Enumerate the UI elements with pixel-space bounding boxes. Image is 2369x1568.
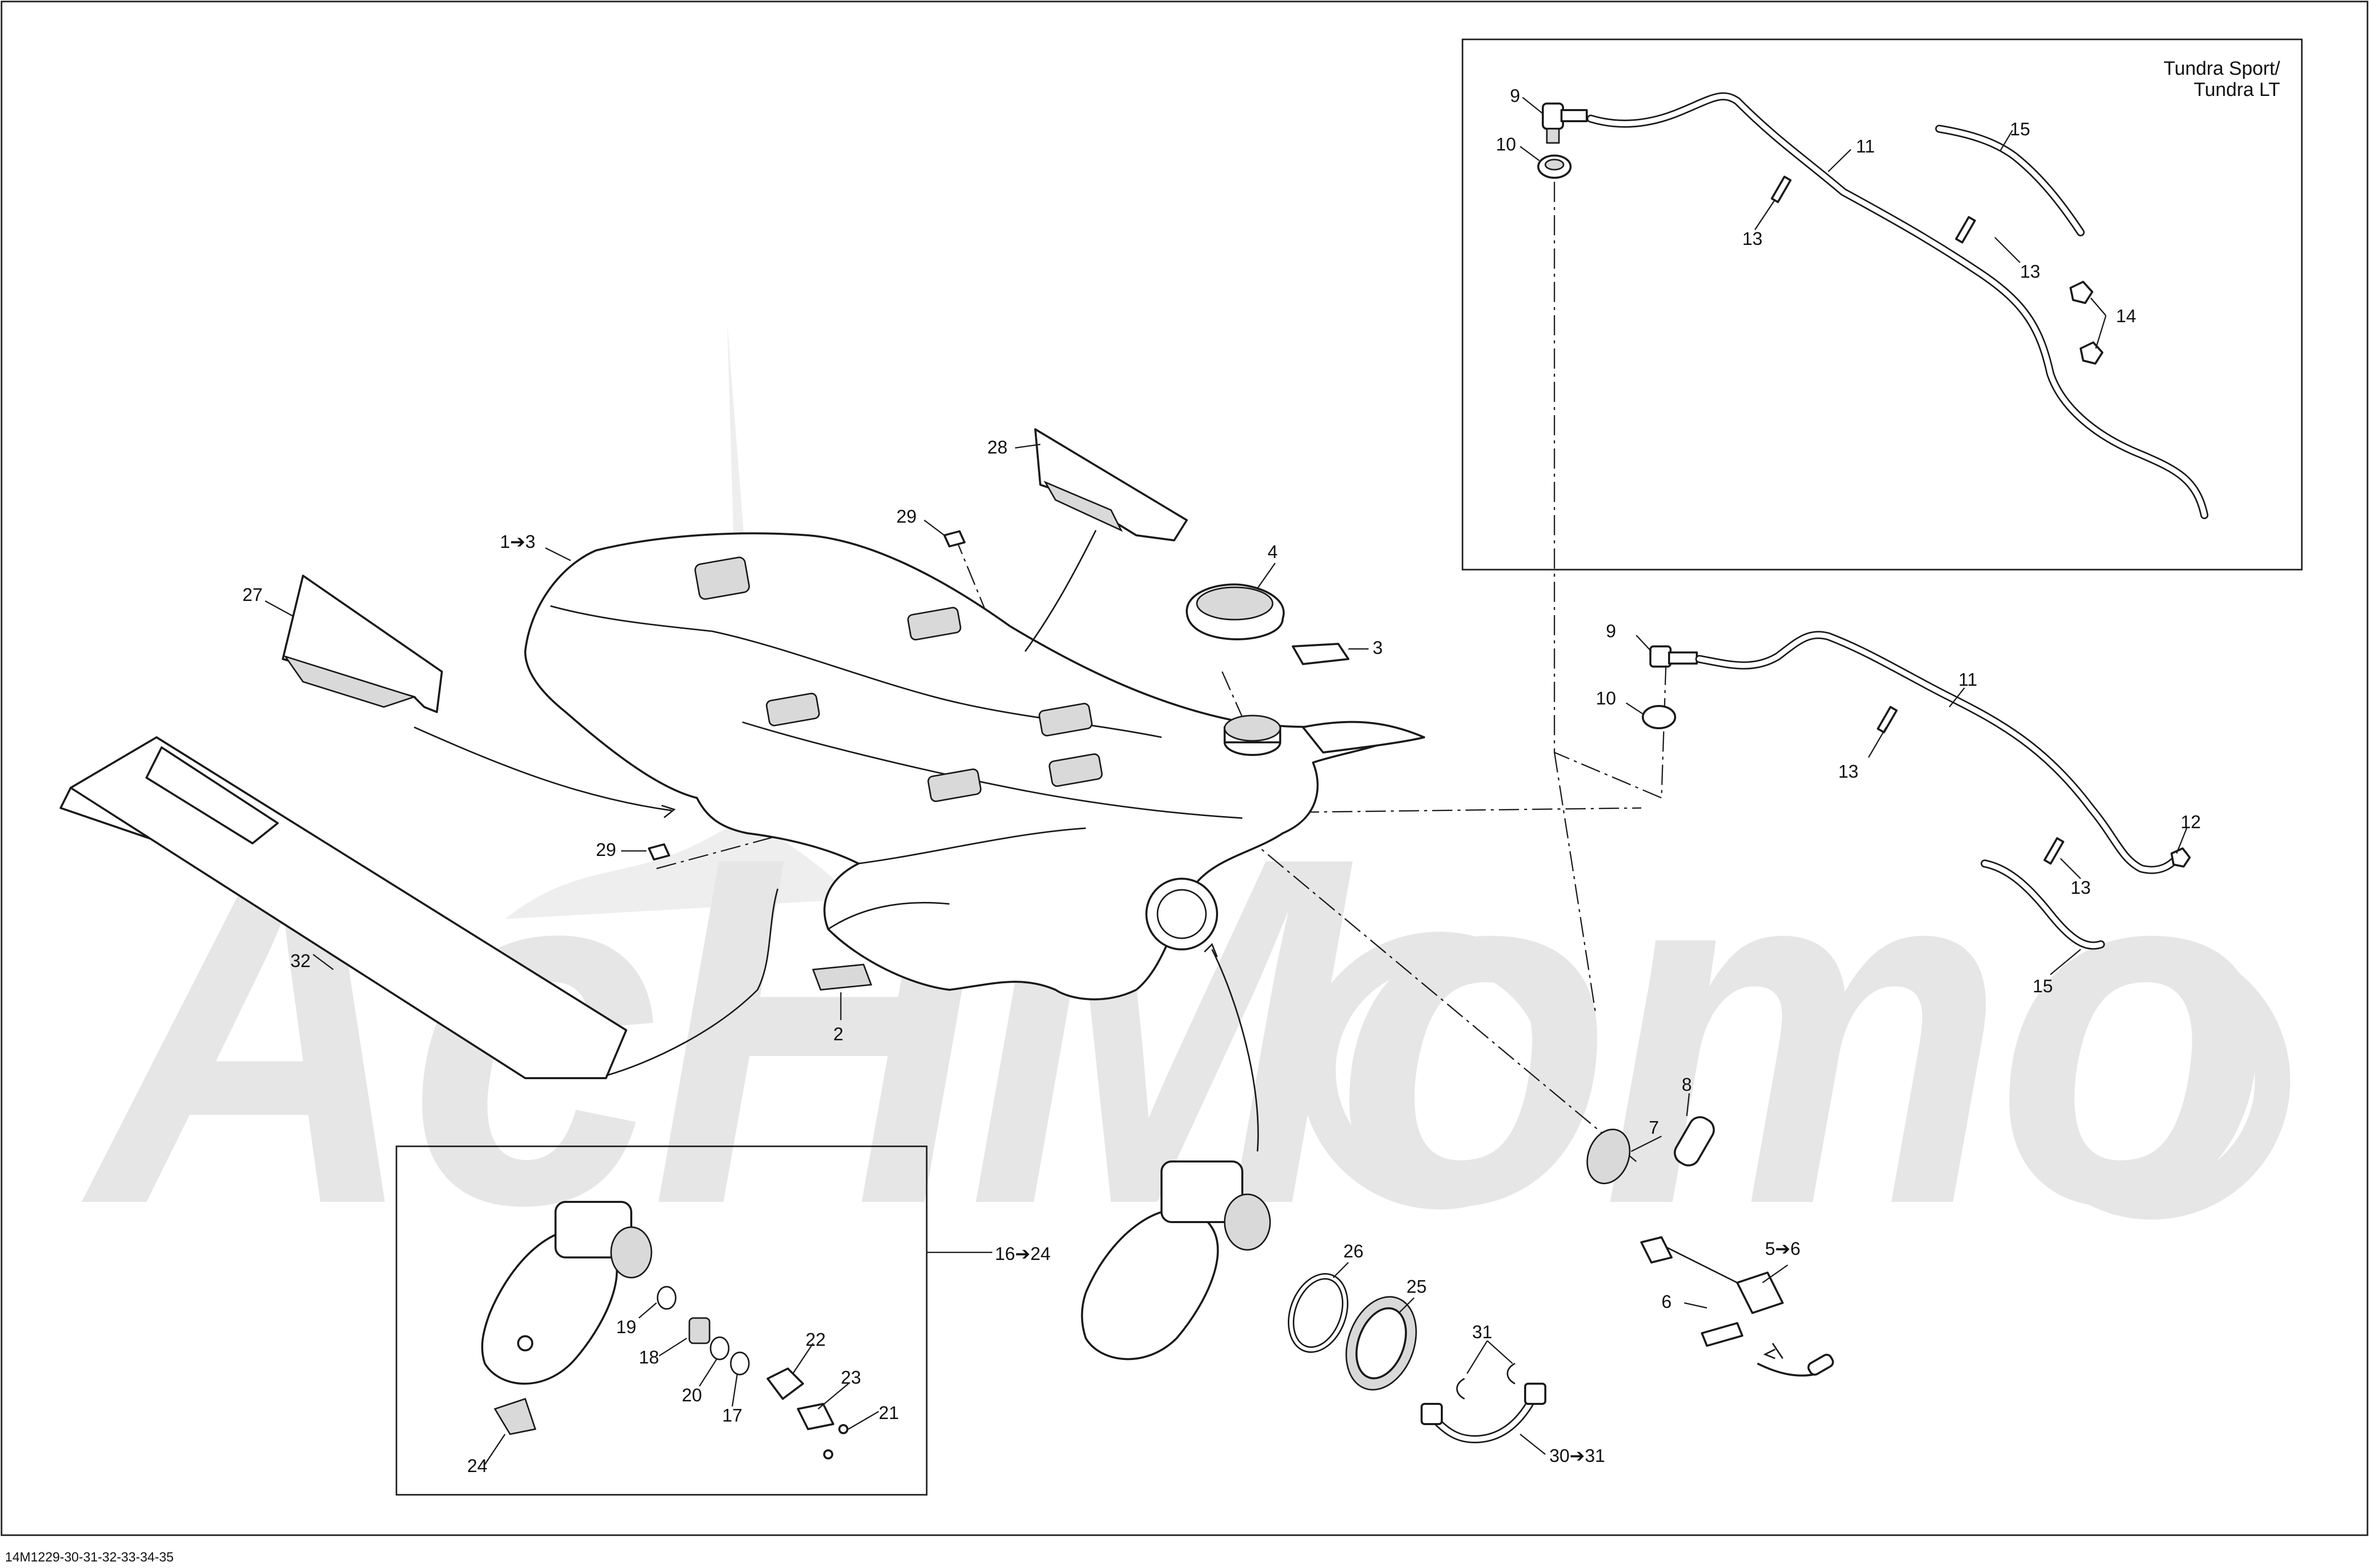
callout-11-inset: 11	[1856, 136, 1875, 157]
fuel-tank	[524, 532, 1425, 1000]
callout-9-inset: 9	[1510, 85, 1520, 106]
callout-7: 7	[1649, 1117, 1659, 1138]
sensor-cover-8	[1674, 1116, 1715, 1167]
fuel-level-sensor: 7 8 5➔6 6	[1586, 1074, 1834, 1377]
callout-14: 14	[2116, 306, 2136, 326]
callout-26: 26	[1343, 1241, 1364, 1261]
callout-2: 2	[833, 1024, 843, 1044]
callout-13-inset-b: 13	[2020, 261, 2040, 282]
bracket-23	[797, 1403, 834, 1430]
callout-1-3: 1➔3	[500, 531, 535, 552]
inset-tundra-variant: Tundra Sport/ Tundra LT	[1461, 38, 2303, 571]
callout-32: 32	[290, 950, 311, 971]
screw-21-b	[823, 1449, 833, 1459]
inset-note-line1: Tundra Sport/	[2163, 58, 2280, 79]
callout-9: 9	[1606, 621, 1616, 641]
callout-10-inset: 10	[1496, 134, 1516, 155]
vent-hose-assembly: 9 10 11 13 13 12 15	[1596, 621, 2201, 996]
callout-18: 18	[639, 1347, 659, 1368]
callout-15: 15	[2033, 976, 2053, 996]
callout-20: 20	[682, 1385, 702, 1405]
callout-24: 24	[467, 1455, 487, 1476]
clamp-31-a	[1456, 1378, 1465, 1400]
callout-27: 27	[242, 584, 263, 605]
inset-note-line2: Tundra LT	[2194, 79, 2280, 100]
callout-12: 12	[2181, 812, 2201, 832]
heat-shield-28: 28	[987, 428, 1188, 652]
callout-25: 25	[1406, 1276, 1427, 1297]
hose-clip-b	[2080, 341, 2103, 365]
callout-13-inset-a: 13	[1742, 228, 1762, 249]
push-clip-29-b: 29	[596, 839, 670, 861]
screw-21-a	[838, 1424, 848, 1434]
callout-5-6: 5➔6	[1765, 1238, 1800, 1259]
fuel-line-30: 31 30➔31	[1421, 1322, 1605, 1466]
callout-6: 6	[1661, 1291, 1672, 1312]
callout-4: 4	[1268, 541, 1278, 562]
diagram-frame	[1, 1, 2368, 1536]
check-valve	[2171, 847, 2191, 868]
protector-pad-32: 32	[60, 736, 779, 1079]
o-ring-20	[710, 1336, 730, 1360]
clamp-31-b	[1506, 1362, 1516, 1385]
o-ring-17	[730, 1351, 750, 1376]
heat-shield-27: 27	[242, 575, 676, 819]
callout-21: 21	[879, 1402, 899, 1423]
lock-ring-25: 25	[1345, 1276, 1427, 1391]
fuel-pump-assembly	[1081, 943, 1271, 1360]
hose-clamp-inset-a	[1771, 175, 1792, 204]
callout-23: 23	[841, 1367, 861, 1388]
rubber-pad-2: 2	[812, 964, 873, 1044]
strainer-24	[493, 1398, 536, 1435]
callout-16-24: 16➔24	[995, 1243, 1050, 1264]
overflow-hose-inset	[1935, 125, 2085, 236]
callout-29-a: 29	[896, 506, 917, 527]
grommet	[1642, 705, 1676, 729]
callout-28: 28	[987, 437, 1007, 458]
vent-hose-inset	[1587, 92, 2208, 519]
callout-15-inset: 15	[2010, 119, 2030, 139]
o-ring-19	[657, 1286, 677, 1310]
drawing-code: 14M1229-30-31-32-33-34-35	[5, 1549, 174, 1564]
hose-clamp-a	[1877, 705, 1898, 734]
hose-clamp-inset-b	[1955, 216, 1976, 244]
callout-13-a: 13	[1838, 761, 1858, 782]
callout-22: 22	[805, 1329, 826, 1350]
push-clip-29-a: 29	[896, 506, 966, 547]
vent-fitting-inset	[1542, 103, 1588, 144]
pump-o-ring-26: 26	[1288, 1241, 1364, 1353]
pressure-regulator-22	[767, 1368, 804, 1400]
callout-29-b: 29	[596, 839, 616, 860]
sensor-gasket-7	[1586, 1129, 1631, 1184]
fuel-filter-18	[688, 1317, 711, 1344]
callout-13-b: 13	[2071, 877, 2091, 898]
hose-clip-a	[2070, 281, 2093, 304]
rubber-pad-3: 3	[1292, 637, 1383, 665]
callout-11: 11	[1958, 669, 1977, 690]
fuel-pump-breakdown-box: 19 18 20 17 22 23 21 24	[395, 1145, 992, 1496]
callout-30-31: 30➔31	[1549, 1445, 1605, 1466]
callout-31: 31	[1472, 1322, 1492, 1342]
grommet-inset	[1537, 155, 1572, 179]
gas-cap: 4	[1186, 541, 1285, 640]
callout-10: 10	[1596, 688, 1616, 709]
callout-8: 8	[1682, 1074, 1692, 1095]
callout-17: 17	[722, 1405, 742, 1426]
callout-3: 3	[1373, 637, 1383, 658]
callout-19: 19	[616, 1317, 636, 1337]
hose-clamp-b	[2043, 837, 2064, 865]
